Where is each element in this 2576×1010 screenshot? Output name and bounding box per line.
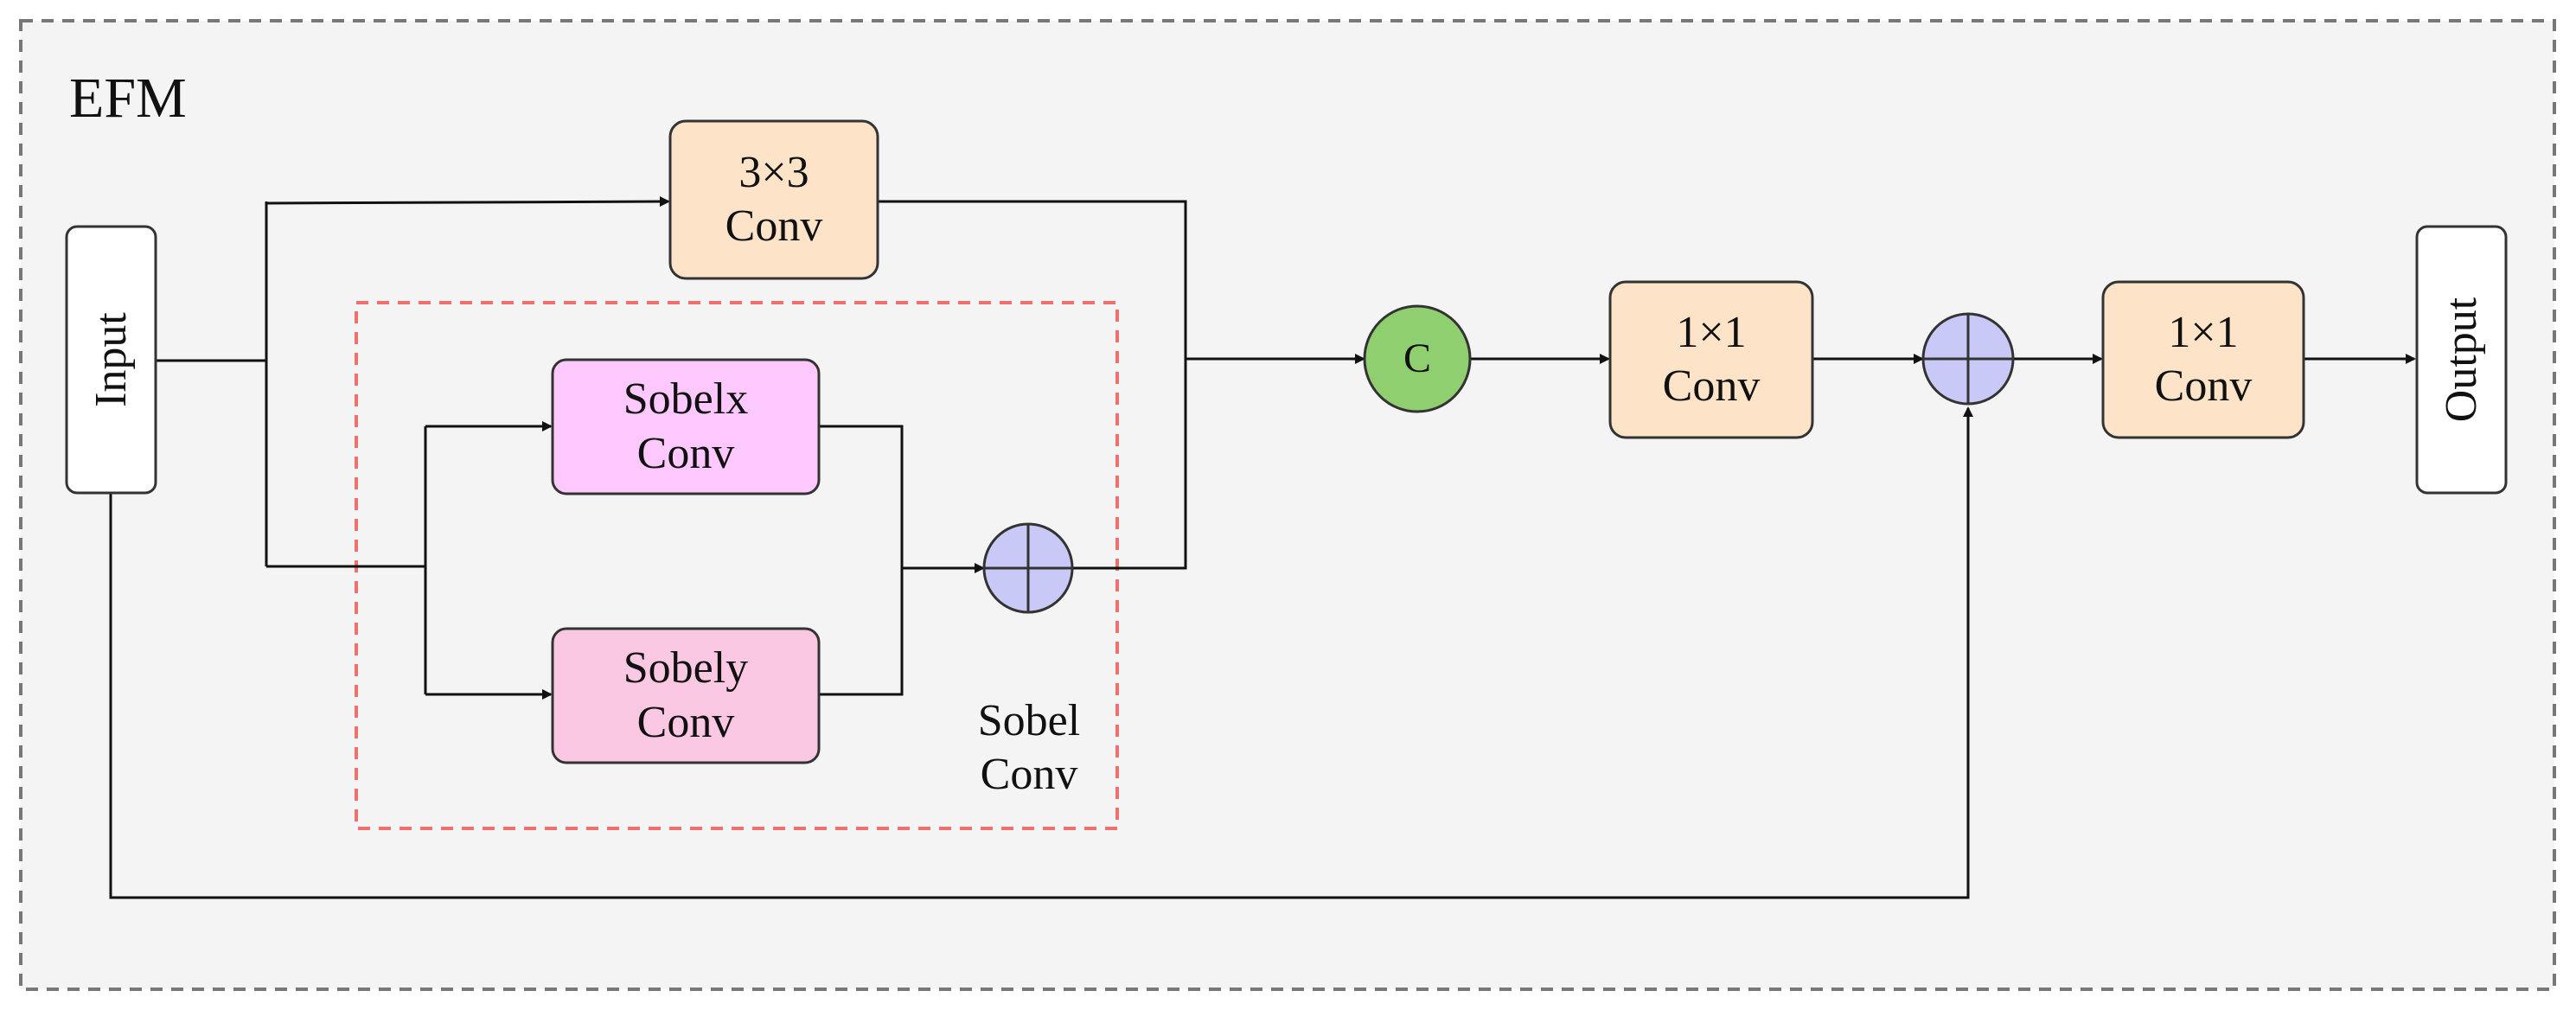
sobel-add-node — [982, 522, 1074, 614]
output-node — [2415, 225, 2508, 495]
conv1x1-a-node — [1608, 280, 1814, 439]
conv3x3-node — [668, 119, 879, 280]
connectors — [109, 196, 2416, 899]
residual-add-node — [1921, 312, 2015, 406]
concat-node — [1363, 304, 1472, 413]
module-border — [19, 19, 2556, 991]
edge-sobel-add-out — [1073, 359, 1187, 570]
sobely-node — [551, 627, 821, 764]
input-node — [65, 225, 157, 495]
module-title: EFM — [69, 67, 187, 130]
sobelx-node — [551, 358, 821, 495]
edge-sobely-out — [819, 568, 904, 696]
edge-sobelx-out — [819, 425, 904, 568]
edge-residual-skip — [109, 406, 1973, 899]
conv1x1-b-node — [2101, 280, 2305, 439]
edge-conv3x3-out — [878, 200, 1187, 359]
edge-to-conv3x3 — [265, 196, 670, 208]
